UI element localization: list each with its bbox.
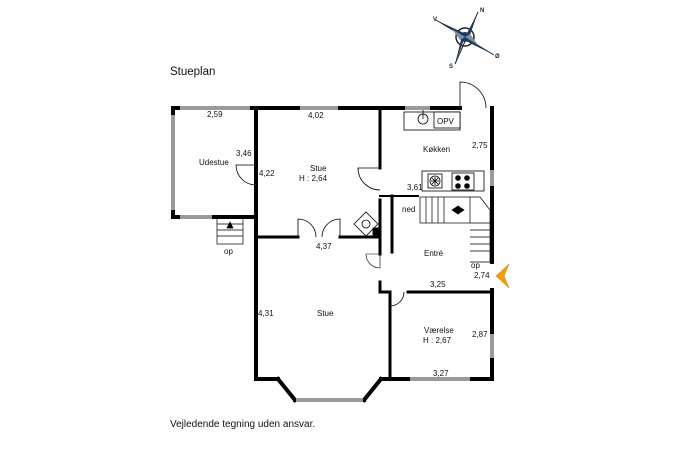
dim-stue-top-depth: 4,22 <box>259 169 275 178</box>
label-opv: OPV <box>437 117 455 126</box>
compass-v: V <box>433 17 437 23</box>
label-op-entry: op <box>471 261 480 270</box>
dim-stue-big-depth: 4,31 <box>258 309 274 318</box>
dim-stue-top-width: 4,02 <box>308 111 324 120</box>
compass-o: Ø <box>495 54 500 60</box>
dim-entre-depth: 2,74 <box>474 271 490 280</box>
compass-s: S <box>449 64 453 70</box>
windows <box>171 106 494 402</box>
room-vaerelse: Værelse <box>424 326 454 335</box>
room-vaerelse-height: H : 2,67 <box>423 336 452 345</box>
stove-icon <box>353 211 381 238</box>
doors <box>212 81 487 307</box>
kitchen-fixtures <box>403 110 485 192</box>
label-op-steps: op <box>224 247 233 256</box>
dim-vaerelse-width: 3,27 <box>433 369 449 378</box>
dim-udestue-width: 2,59 <box>207 110 223 119</box>
outdoor-steps <box>216 217 244 245</box>
compass-n: N <box>480 8 484 14</box>
dim-udestue-depth: 3,46 <box>236 149 252 158</box>
room-udestue: Udestue <box>199 158 229 167</box>
compass-icon: N V S Ø <box>433 8 500 70</box>
disclaimer: Vejledende tegning uden ansvar. <box>170 419 315 430</box>
room-kokken: Køkken <box>423 145 450 154</box>
staircase <box>419 196 491 263</box>
room-stue-top: Stue <box>310 164 327 173</box>
dim-stue-opening: 4,37 <box>316 242 332 251</box>
plan-title: Stueplan <box>170 66 215 78</box>
entry-arrow-icon <box>495 263 510 289</box>
room-entre: Entré <box>424 249 444 258</box>
dim-kokken-depth: 2,75 <box>472 141 488 150</box>
room-stue-big: Stue <box>317 309 334 318</box>
dim-kokken-width: 3,61 <box>407 183 423 192</box>
label-ned: ned <box>402 205 415 214</box>
room-stue-top-height: H : 2,64 <box>299 174 328 183</box>
dim-vaerelse-depth: 2,87 <box>472 330 488 339</box>
dim-entre-width: 3,25 <box>430 280 446 289</box>
